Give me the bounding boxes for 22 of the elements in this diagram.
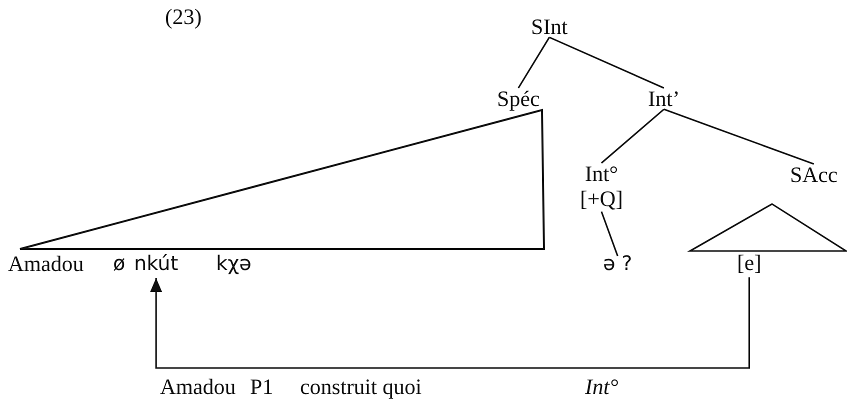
gloss-word: P1 xyxy=(250,374,274,400)
tree-node-label: ə ? xyxy=(603,252,632,275)
tree-node-label: [e] xyxy=(737,250,762,276)
tree-node-label: Amadou xyxy=(8,251,84,276)
movement-arrow xyxy=(150,277,750,369)
tree-node-label: Int’ xyxy=(648,86,680,112)
tree-node-label: SInt xyxy=(531,14,568,40)
tree-node-label: Int° [+Q] xyxy=(580,161,623,212)
tree-branch-line xyxy=(664,108,814,165)
tree-node-label: SAcc xyxy=(790,162,838,188)
tree-branch-line xyxy=(600,211,618,256)
tree-node-label: nkút xyxy=(134,252,178,275)
tree-node-label: Spéc xyxy=(497,86,540,112)
tree-node-label: ø xyxy=(113,252,126,275)
gloss-word: Amadou xyxy=(160,374,236,400)
number-label: (23) xyxy=(165,4,202,30)
tree-branch-line xyxy=(518,36,550,88)
tree-branch-line xyxy=(549,36,664,89)
tree-node-label: kχə xyxy=(216,252,252,275)
gloss-word: construit quoi xyxy=(300,374,422,400)
gloss-word: Int° xyxy=(585,374,618,400)
tree-branch-line xyxy=(600,108,664,164)
